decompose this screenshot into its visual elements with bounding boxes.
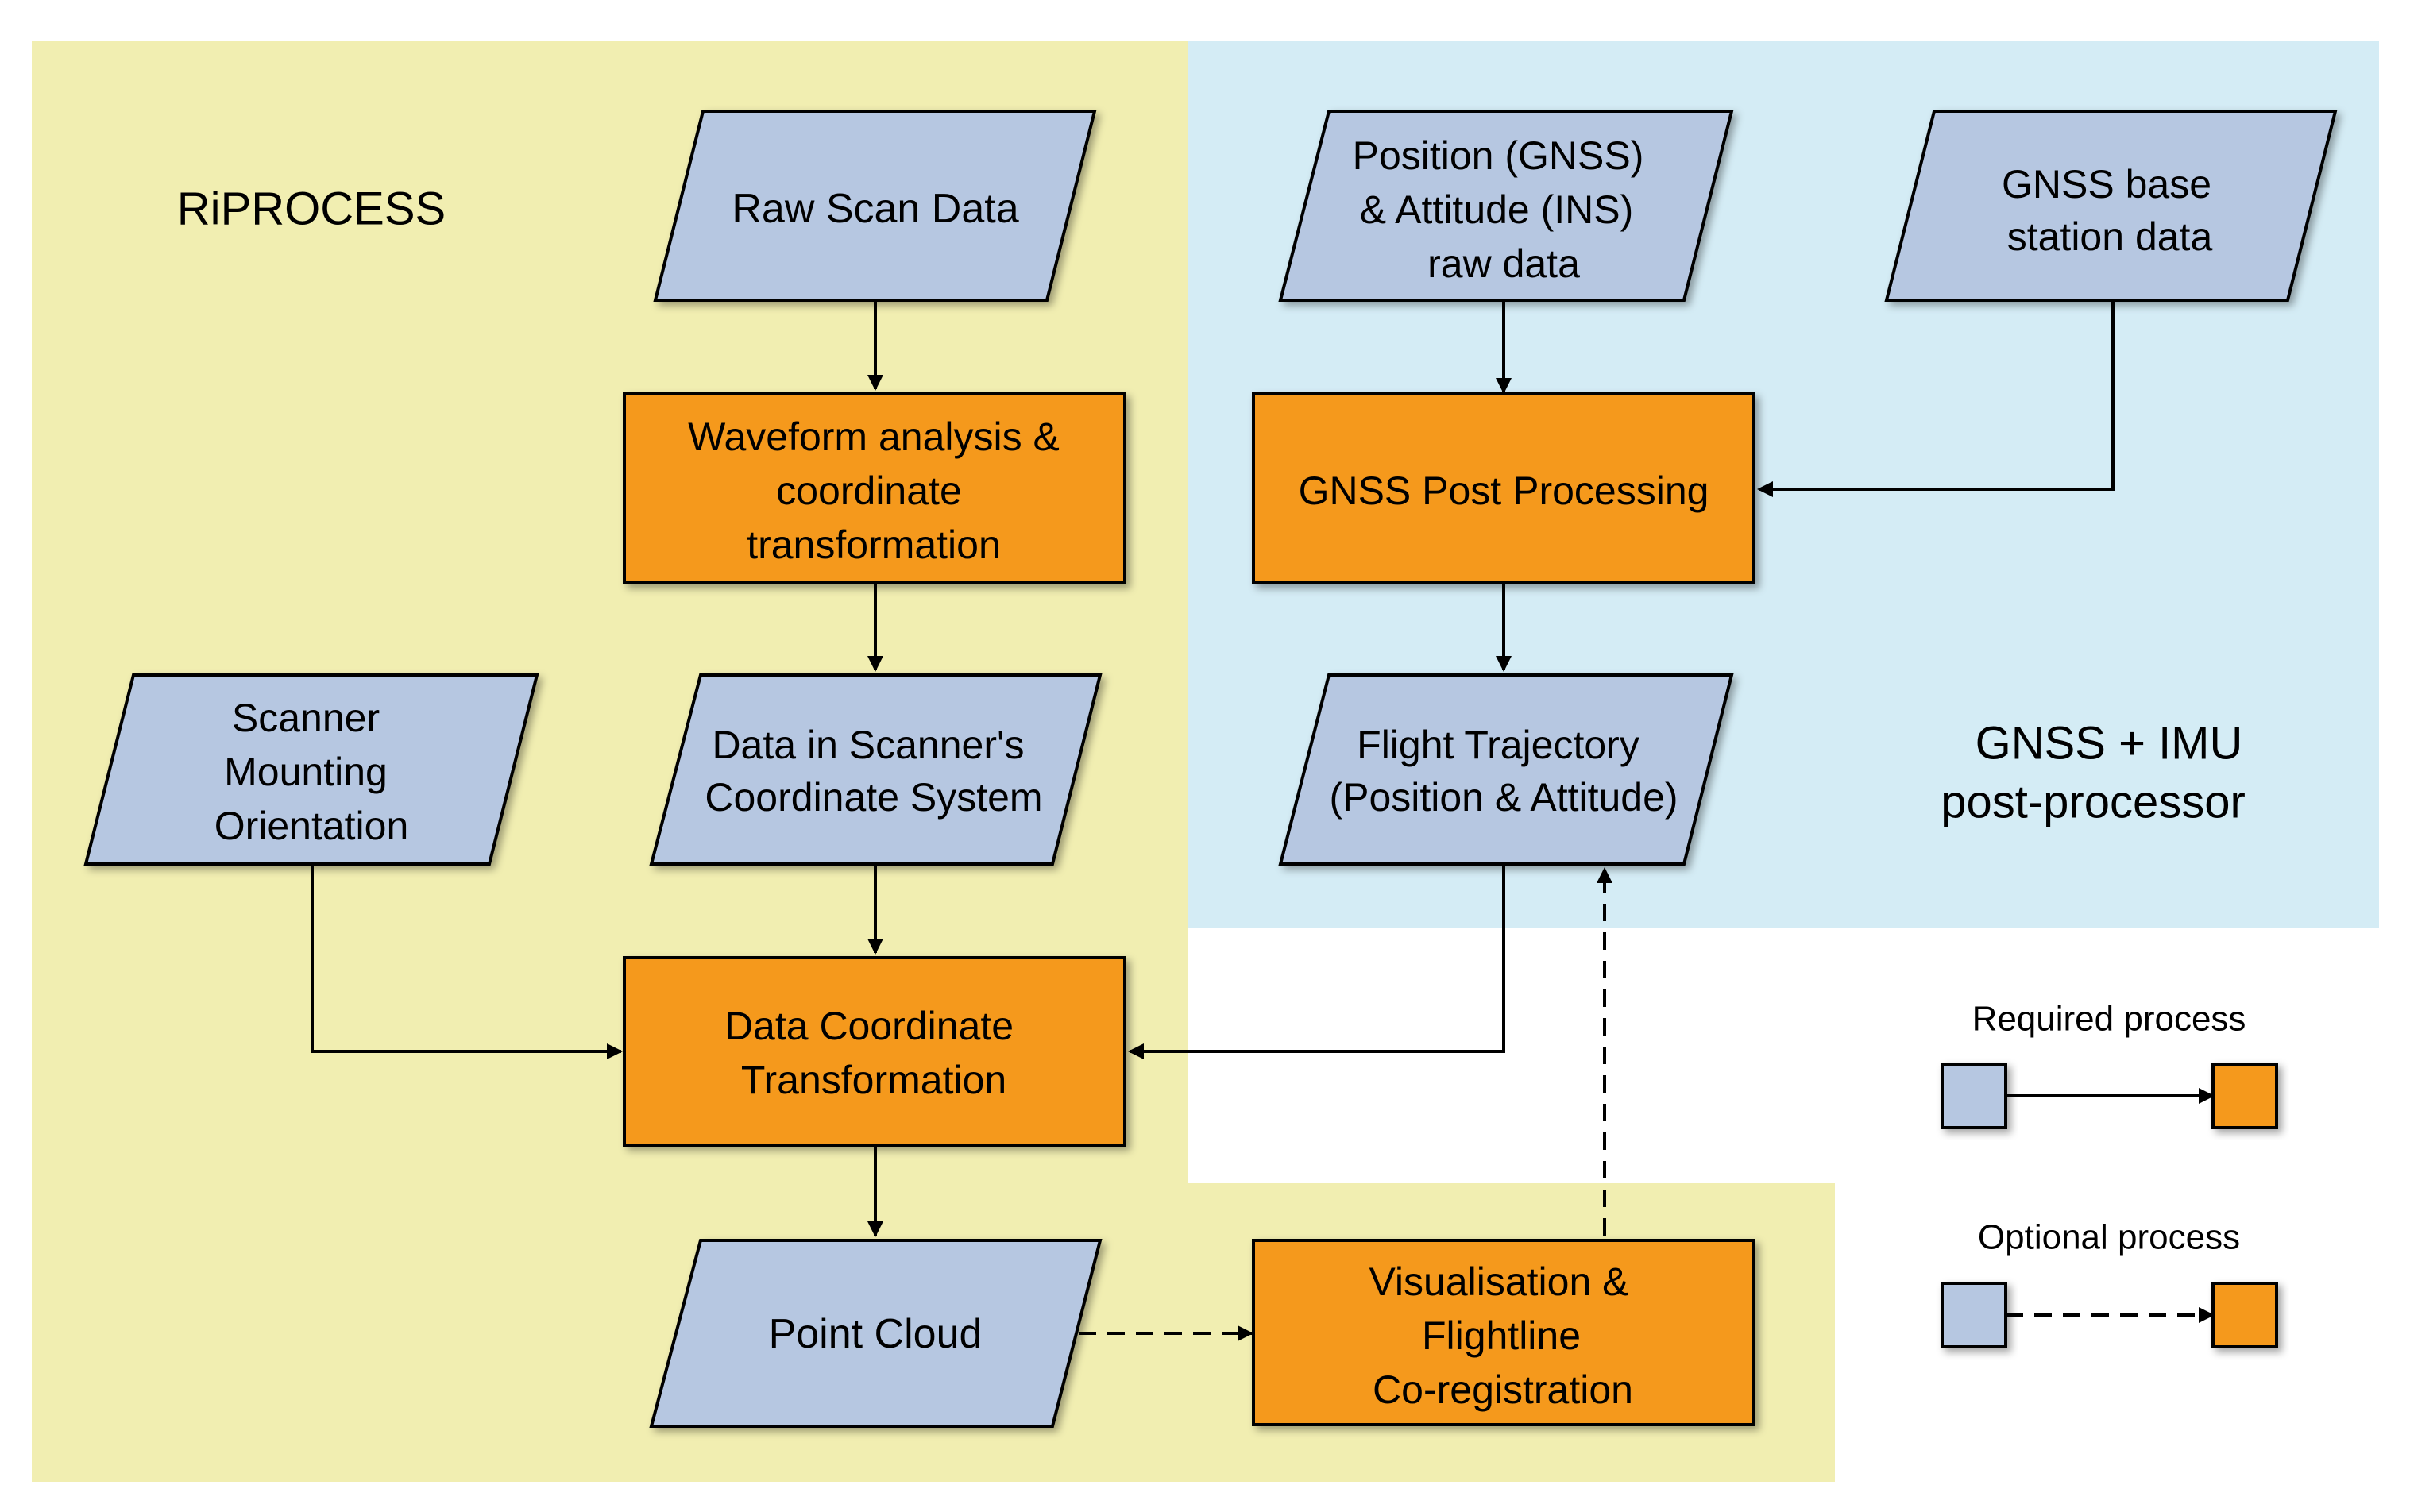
node-label-line1: Flight Trajectory: [1357, 723, 1639, 767]
node-data-coordinate-transformation: Data Coordinate Transformation: [623, 956, 1126, 1147]
edge-gnss-base-to-gnss-post: [1757, 302, 2115, 497]
legend-required-process-swatch: [2211, 1063, 2278, 1129]
node-label-line2: Transformation: [741, 1058, 1006, 1102]
node-label-line3: Orientation: [214, 804, 409, 848]
node-label-line2: Coordinate System: [705, 775, 1042, 820]
gnss-imu-label-line2: post-processor: [1941, 777, 2246, 828]
legend-required-label: Required process: [1972, 1000, 2246, 1039]
node-label-line2: (Position & Attitude): [1329, 775, 1678, 820]
node-position-attitude-raw: Position (GNSS) & Attitude (INS) raw dat…: [1278, 110, 1734, 302]
legend: Required process Optional process: [1941, 1000, 2278, 1348]
legend-required-data-swatch: [1941, 1063, 2007, 1129]
edge-flight-traj-to-data-coord: [1128, 866, 1505, 1059]
node-point-cloud: Point Cloud: [649, 1239, 1103, 1428]
node-data-in-scanner-coord: Data in Scanner's Coordinate System: [649, 673, 1103, 866]
legend-region-lower: [1835, 1183, 2379, 1482]
node-label-line2: station data: [2007, 214, 2213, 259]
legend-region: [1188, 928, 2379, 1183]
node-raw-scan-data: Raw Scan Data: [653, 110, 1097, 302]
node-label-line2: & Attitude (INS): [1360, 187, 1634, 232]
node-label-line3: Co-registration: [1373, 1367, 1633, 1412]
riprocess-label: RiPROCESS: [177, 183, 446, 235]
node-label-line1: Waveform analysis &: [688, 415, 1060, 459]
gnss-imu-label-line1: GNSS + IMU: [1976, 718, 2243, 770]
node-label-line2: coordinate: [776, 469, 962, 513]
connectors: [311, 302, 2115, 1341]
node-visualisation-coregistration: Visualisation & Flightline Co-registrati…: [1252, 1239, 1755, 1426]
node-label-line1: Scanner: [232, 696, 380, 740]
node-label-line1: Visualisation &: [1369, 1259, 1628, 1304]
node-scanner-mounting-orientation: Scanner Mounting Orientation: [83, 673, 539, 866]
legend-optional-label: Optional process: [1978, 1218, 2240, 1257]
edge-scanner-mount-to-data-coord: [311, 866, 623, 1059]
node-label-line1: Data in Scanner's: [712, 723, 1024, 767]
node-label-line3: raw data: [1427, 241, 1580, 286]
node-label: GNSS Post Processing: [1299, 469, 1709, 513]
legend-optional-data-swatch: [1941, 1282, 2007, 1348]
legend-optional-process-swatch: [2211, 1282, 2278, 1348]
node-flight-trajectory: Flight Trajectory (Position & Attitude): [1278, 673, 1734, 866]
node-label-line1: Data Coordinate: [724, 1004, 1014, 1048]
node-label-line1: Position (GNSS): [1353, 133, 1644, 178]
node-label: Raw Scan Data: [732, 186, 1018, 232]
node-label-line1: GNSS base: [2002, 162, 2211, 206]
node-label: Point Cloud: [769, 1311, 983, 1357]
node-waveform-analysis: Waveform analysis & coordinate transform…: [623, 392, 1126, 584]
node-gnss-base-station: GNSS base station data: [1884, 110, 2338, 302]
node-label-line3: transformation: [747, 523, 1001, 567]
node-label-line2: Flightline: [1422, 1313, 1581, 1358]
node-gnss-post-processing: GNSS Post Processing: [1252, 392, 1755, 584]
node-label-line2: Mounting: [224, 750, 388, 794]
